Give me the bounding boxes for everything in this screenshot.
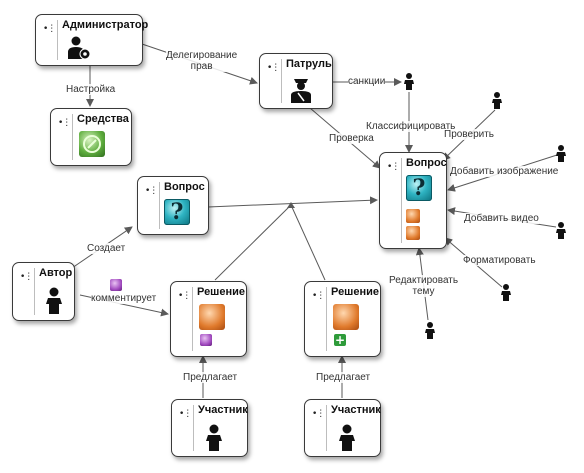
node-separator	[326, 405, 327, 451]
edge-small-question-main	[207, 196, 378, 208]
person-icon	[404, 73, 414, 90]
question-mark-icon: ?	[406, 175, 432, 201]
node-separator	[57, 20, 58, 60]
node-title: Администратор	[62, 19, 149, 31]
handshake-icon	[333, 304, 359, 330]
edge-label-comments: комментирует	[91, 293, 157, 304]
node-title: Решение	[331, 286, 379, 298]
grip-icon[interactable]: •⋮	[178, 291, 191, 301]
node-separator	[192, 287, 193, 351]
edge-label-add-image: Добавить изображение	[450, 166, 559, 177]
edge-label-creates: Создает	[87, 243, 126, 254]
edge-label-check-actor: Проверить	[444, 129, 495, 140]
node-separator	[193, 405, 194, 451]
question-mark-icon: ?	[164, 199, 190, 225]
edge-label-check-patrol: Проверка	[329, 133, 374, 144]
comment-icon	[110, 279, 122, 291]
node-title: Вопрос	[164, 181, 205, 193]
node-patrol[interactable]: •⋮ Патруль	[259, 53, 333, 109]
edge-label-setup: Настройка	[66, 84, 116, 95]
edge-solution-left-join	[214, 204, 292, 281]
node-title: Средства	[77, 113, 129, 125]
grip-icon[interactable]: •⋮	[43, 24, 56, 34]
node-tools[interactable]: •⋮ Средства	[50, 108, 132, 166]
police-officer-icon	[291, 79, 311, 103]
person-icon	[339, 424, 355, 451]
edge-solution-right-join	[290, 204, 326, 281]
edge-label-classify: Классифицировать	[366, 121, 456, 132]
grip-icon[interactable]: •⋮	[267, 63, 280, 73]
node-author[interactable]: •⋮ Автор	[12, 262, 75, 321]
grip-icon[interactable]: •⋮	[312, 291, 325, 301]
node-title: Автор	[39, 267, 73, 279]
node-title: Вопрос	[406, 157, 447, 169]
admin-gear-icon	[68, 36, 91, 60]
node-separator	[159, 182, 160, 229]
person-icon	[206, 424, 222, 451]
grip-icon[interactable]: •⋮	[312, 409, 325, 419]
node-administrator[interactable]: •⋮ Администратор	[35, 14, 148, 66]
edge-label-add-video: Добавить видео	[464, 213, 539, 224]
handshake-icon	[199, 304, 225, 330]
grip-icon[interactable]: •⋮	[20, 272, 33, 282]
node-title: Участник	[331, 404, 381, 416]
person-icon	[556, 145, 566, 162]
grip-icon[interactable]: •⋮	[179, 409, 192, 419]
grip-icon[interactable]: •⋮	[145, 186, 158, 196]
node-question-small[interactable]: •⋮ Вопрос ?	[137, 176, 209, 235]
comment-icon	[200, 334, 212, 346]
person-icon	[492, 92, 502, 109]
edge-label-proposes-left: Предлагает	[183, 372, 238, 383]
node-separator	[326, 287, 327, 351]
node-separator	[281, 59, 282, 103]
node-separator	[34, 268, 35, 315]
person-icon	[501, 284, 511, 301]
person-icon	[556, 222, 566, 239]
plus-icon[interactable]: +	[334, 333, 346, 347]
node-title: Решение	[197, 286, 245, 298]
node-question-main[interactable]: •⋮ Вопрос ?	[379, 152, 447, 249]
node-title: Патруль	[286, 58, 332, 70]
node-solution-left[interactable]: •⋮ Решение	[170, 281, 247, 357]
grip-icon[interactable]: •⋮	[58, 118, 71, 128]
edge-label-sanctions: санкции	[348, 76, 386, 87]
node-separator	[401, 158, 402, 243]
edge-label-proposes-right: Предлагает	[316, 372, 371, 383]
handshake-icon	[406, 209, 420, 223]
node-participant-right[interactable]: •⋮ Участник	[304, 399, 381, 457]
node-separator	[72, 114, 73, 160]
handshake-icon	[406, 226, 420, 240]
node-solution-right[interactable]: •⋮ Решение +	[304, 281, 381, 357]
grip-icon[interactable]: •⋮	[387, 162, 400, 172]
node-title: Участник	[198, 404, 248, 416]
node-participant-left[interactable]: •⋮ Участник	[171, 399, 248, 457]
person-icon	[425, 322, 435, 339]
tools-icon	[79, 131, 105, 157]
edge-label-format: Форматировать	[463, 255, 536, 266]
person-icon	[46, 287, 62, 314]
